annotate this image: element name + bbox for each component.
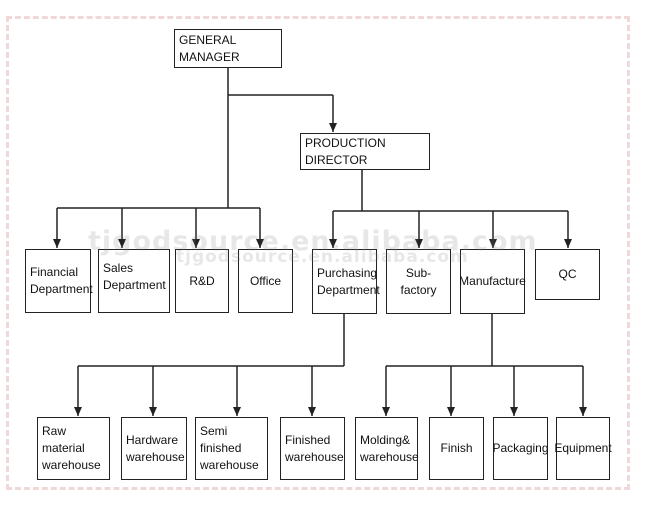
node-molding-warehouse: Molding& warehouse (355, 417, 419, 480)
node-manufacture: Manufacture (459, 249, 526, 314)
node-semi-finished-warehouse: Semi finished warehouse (195, 417, 268, 480)
node-qc: QC (535, 249, 600, 300)
node-semi-finished-warehouse-label: Semi finished warehouse (200, 424, 259, 472)
node-equipment-label: Equipment (554, 441, 612, 455)
decorative-frame (6, 16, 630, 490)
node-finish-label: Finish (440, 441, 473, 455)
node-molding-warehouse-label: Molding& warehouse (360, 432, 419, 464)
node-finish: Finish (429, 417, 484, 480)
node-rd: R&D (175, 249, 229, 313)
node-production-director: PRODUCTION DIRECTOR (300, 133, 430, 170)
node-financial-department-label: Financial Department (30, 265, 93, 296)
node-general-manager: GENERAL MANAGER (174, 29, 282, 68)
watermark-primary: tjgodsource.en.alibaba.com (88, 226, 538, 257)
node-hardware-warehouse-label: Hardware warehouse (126, 432, 185, 464)
node-raw-material-warehouse: Raw material warehouse (37, 417, 110, 480)
node-raw-material-warehouse-label: Raw material warehouse (42, 424, 101, 472)
node-manufacture-label: Manufacture (459, 274, 526, 288)
node-packaging: Packaging (492, 417, 549, 480)
node-equipment: Equipment (554, 417, 612, 480)
node-sales-department-label: Sales Department (103, 261, 166, 292)
node-office: Office (238, 249, 293, 313)
node-sub-factory-label: Sub-factory (400, 265, 437, 297)
node-sales-department: Sales Department (98, 249, 170, 313)
watermark-secondary: tjgodsource.en.alibaba.com (176, 247, 469, 267)
node-qc-label: QC (558, 267, 577, 281)
node-production-director-label: PRODUCTION DIRECTOR (305, 135, 386, 167)
node-office-label: Office (249, 273, 282, 288)
node-sub-factory: Sub-factory (386, 249, 451, 314)
node-purchasing-department-label: Purchasing Department (317, 265, 380, 297)
node-hardware-warehouse: Hardware warehouse (121, 417, 187, 480)
node-general-manager-label: GENERAL MANAGER (179, 32, 240, 64)
node-purchasing-department: Purchasing Department (312, 249, 380, 314)
node-rd-label: R&D (189, 273, 215, 288)
node-finished-warehouse-label: Finished warehouse (285, 432, 344, 464)
node-finished-warehouse: Finished warehouse (280, 417, 345, 480)
node-financial-department: Financial Department (25, 249, 93, 313)
node-packaging-label: Packaging (492, 441, 549, 455)
